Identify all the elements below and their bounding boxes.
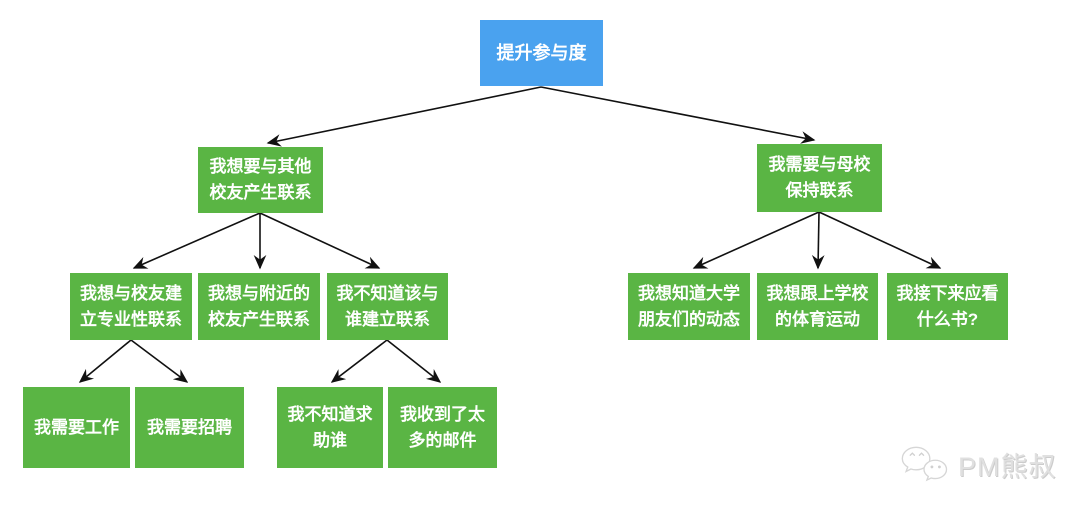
node-nearby-alumni: 我想与附近的校友产生联系 xyxy=(198,273,320,340)
connector-l2left-to-l3a xyxy=(132,212,261,269)
connector-l2right-to-l3d xyxy=(692,211,820,269)
node-label: 我想跟上学校的体育运动 xyxy=(766,283,869,329)
node-what-book-next: 我接下来应看什么书? xyxy=(887,273,1008,340)
node-label: 我接下来应看什么书? xyxy=(896,283,999,329)
watermark-brand-text: PM熊叔 xyxy=(958,451,1057,482)
connector-l3a-to-l4b xyxy=(130,339,189,383)
connector-l3c-to-l4d xyxy=(386,339,442,383)
node-label: 我收到了太多的邮件 xyxy=(400,404,485,450)
node-label: 提升参与度 xyxy=(496,43,587,63)
node-label: 我不知道求助谁 xyxy=(287,404,373,450)
node-dont-know-who-to-connect: 我不知道该与谁建立联系 xyxy=(327,273,448,340)
node-keep-in-touch-with-alma-mater: 我需要与母校保持联系 xyxy=(757,144,882,212)
connector-root-to-l2-left xyxy=(266,86,542,147)
connector-l3c-to-l4c xyxy=(330,339,388,383)
node-need-to-recruit: 我需要招聘 xyxy=(135,387,244,468)
node-label: 我想要与其他校友产生联系 xyxy=(209,157,312,202)
node-root-improve-engagement: 提升参与度 xyxy=(480,20,603,86)
connector-l2right-to-l3f xyxy=(818,211,942,269)
connector-l2left-to-l3c xyxy=(259,212,381,269)
node-label: 我想与附近的校友产生联系 xyxy=(208,283,310,329)
node-need-a-job: 我需要工作 xyxy=(23,387,130,468)
node-professional-connections: 我想与校友建立专业性联系 xyxy=(70,273,192,340)
node-label: 我想知道大学朋友们的动态 xyxy=(638,283,740,329)
node-label: 我需要工作 xyxy=(34,417,119,437)
node-label: 我不知道该与谁建立联系 xyxy=(336,283,439,329)
node-college-friends-updates: 我想知道大学朋友们的动态 xyxy=(628,273,750,340)
watermark: PM熊叔 xyxy=(898,444,1057,484)
node-school-sports: 我想跟上学校的体育运动 xyxy=(757,273,878,340)
node-too-many-emails: 我收到了太多的邮件 xyxy=(388,387,497,468)
node-label: 我需要与母校保持联系 xyxy=(768,155,871,200)
node-label: 我想与校友建立专业性联系 xyxy=(80,283,182,329)
node-dont-know-who-to-ask: 我不知道求助谁 xyxy=(277,387,383,468)
wechat-icon xyxy=(901,446,948,482)
node-label: 我需要招聘 xyxy=(147,417,232,437)
connector-l3a-to-l4a xyxy=(78,339,132,383)
connector-root-to-l2-right xyxy=(540,86,816,144)
connector-l2right-to-l3e xyxy=(811,211,825,270)
node-connect-with-other-alumni: 我想要与其他校友产生联系 xyxy=(198,147,323,213)
